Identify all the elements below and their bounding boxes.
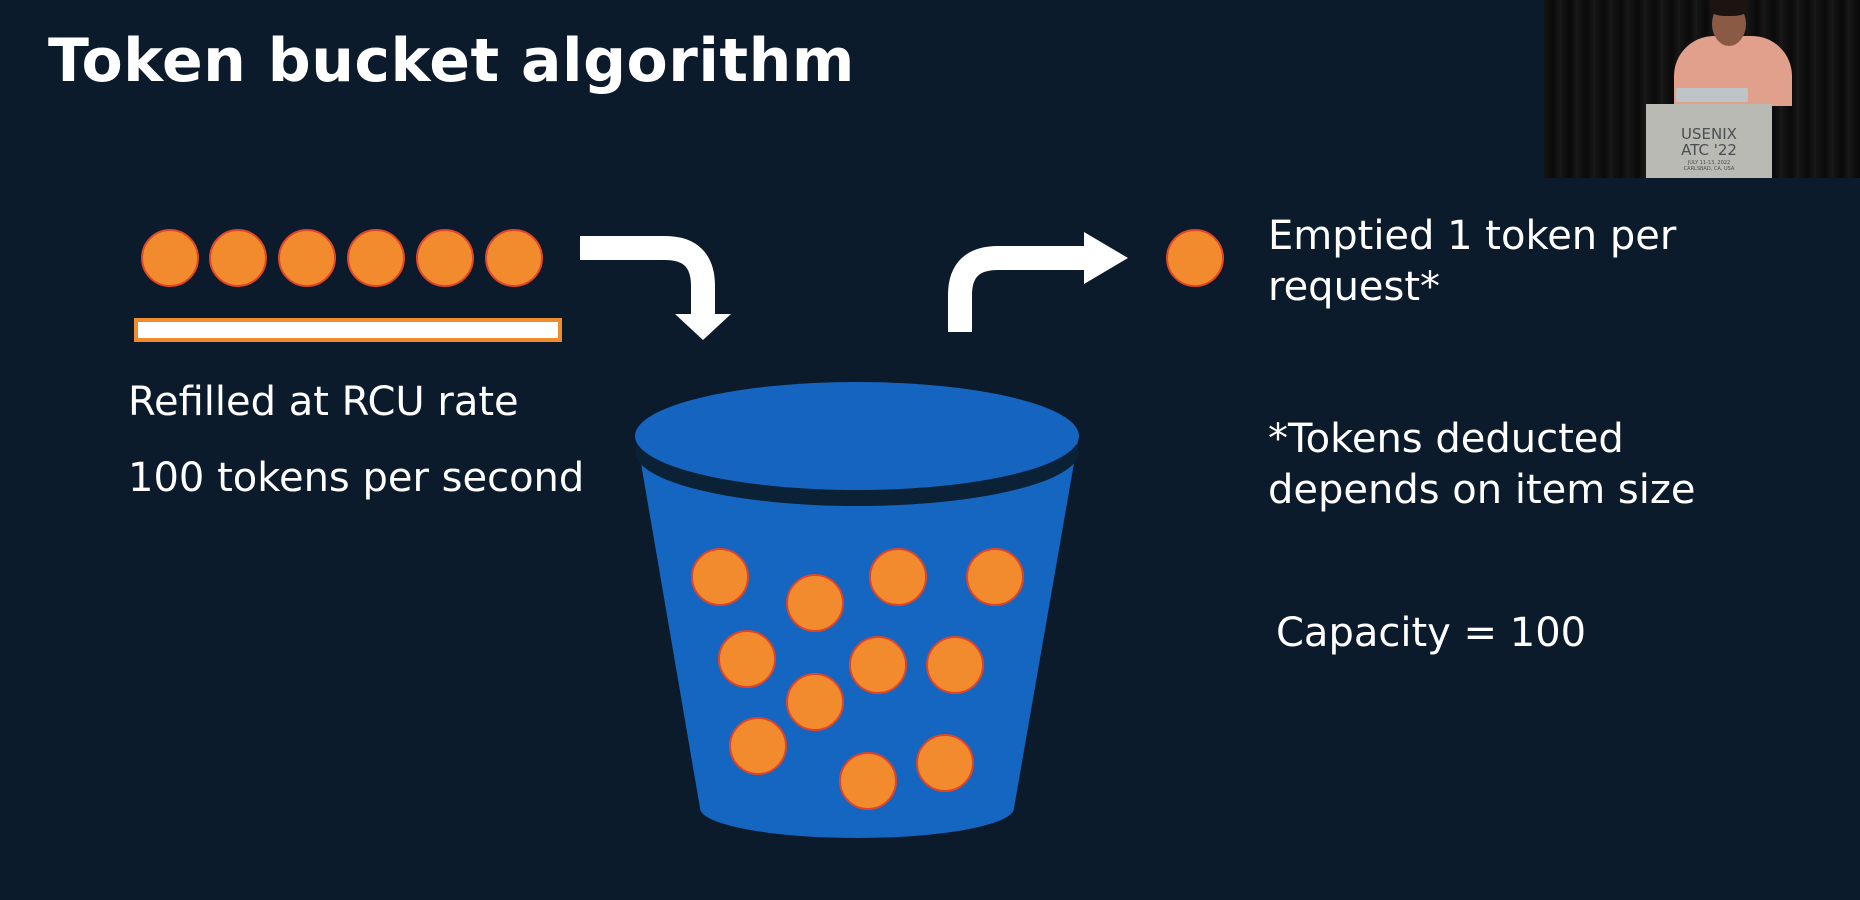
- bucket-icon: [635, 382, 1079, 838]
- bucket-token-icon: [916, 734, 974, 792]
- token-icon: [416, 229, 474, 287]
- bucket-token-icon: [926, 636, 984, 694]
- bucket-token-icon: [691, 548, 749, 606]
- bucket-token-icon: [966, 548, 1024, 606]
- token-icon: [209, 229, 267, 287]
- podium-location: CARLSBAD, CA, USA: [1683, 166, 1735, 172]
- bucket-bottom: [700, 778, 1014, 838]
- refill-bar-icon: [134, 318, 562, 342]
- bucket-token-icon: [839, 752, 897, 810]
- bucket-token-icon: [786, 574, 844, 632]
- laptop: [1676, 88, 1748, 102]
- emptied-label-line1: Emptied 1 token per: [1268, 213, 1677, 259]
- speaker-hair: [1710, 0, 1748, 16]
- bucket-token-icon: [729, 717, 787, 775]
- outgoing-token-icon: [1166, 229, 1224, 287]
- arrow-into-bucket-icon: [580, 236, 715, 318]
- token-icon: [485, 229, 543, 287]
- slide-title: Token bucket algorithm: [48, 26, 855, 96]
- podium-logo-line2: ATC '22: [1681, 141, 1737, 159]
- podium-logo-line1: USENIX: [1681, 125, 1737, 143]
- bucket-token-icon: [869, 548, 927, 606]
- token-icon: [347, 229, 405, 287]
- capacity-label: Capacity = 100: [1276, 610, 1587, 656]
- arrow-out-of-bucket-head-icon: [1084, 232, 1128, 284]
- podium: USENIX ATC '22 JULY 11-13, 2022 CARLSBAD…: [1646, 104, 1772, 178]
- podium-date: JULY 11-13, 2022: [1687, 160, 1731, 166]
- bucket-token-icon: [849, 636, 907, 694]
- speaker-video-inset: USENIX ATC '22 JULY 11-13, 2022 CARLSBAD…: [1544, 0, 1860, 178]
- bucket-top: [635, 382, 1079, 490]
- arrow-into-bucket-head-icon: [675, 314, 731, 340]
- token-icon: [141, 229, 199, 287]
- arrow-out-of-bucket-icon: [948, 246, 1090, 332]
- footnote-line1: *Tokens deducted: [1268, 416, 1624, 462]
- bucket-token-icon: [718, 630, 776, 688]
- emptied-label-line2: request*: [1268, 264, 1441, 310]
- bucket-token-icon: [786, 673, 844, 731]
- refill-rate-label: Refilled at RCU rate: [128, 379, 519, 425]
- footnote-line2: depends on item size: [1268, 467, 1696, 513]
- refill-amount-label: 100 tokens per second: [128, 455, 585, 501]
- token-row-icon: [141, 229, 543, 287]
- token-icon: [278, 229, 336, 287]
